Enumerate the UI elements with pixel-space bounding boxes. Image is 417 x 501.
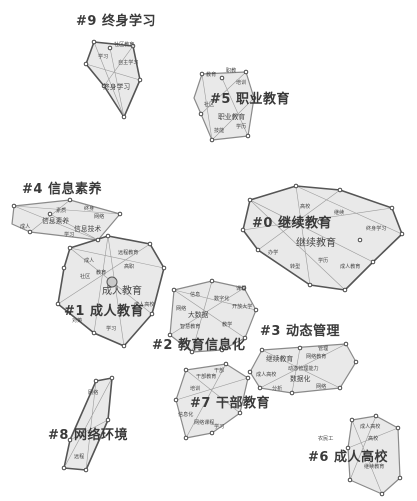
cluster-3-term: 分析 bbox=[272, 385, 283, 392]
cluster-3-term: 成人高校 bbox=[256, 371, 277, 378]
cluster-label-6: #6 成人高校 bbox=[308, 450, 388, 465]
cluster-1-term: 社区 bbox=[80, 273, 91, 280]
cluster-8-term: 远程 bbox=[74, 453, 85, 460]
cluster-1-term: 成人 bbox=[84, 257, 95, 264]
cluster-8-term: 网络 bbox=[88, 389, 99, 396]
cluster-0-term: 高校 bbox=[300, 203, 311, 210]
cluster-4-term: 网络 bbox=[94, 213, 105, 220]
cluster-label-3: #3 动态管理 bbox=[260, 324, 340, 339]
cluster-2-term: 开放大学 bbox=[232, 303, 253, 310]
cluster-7-term: 培训 bbox=[190, 385, 201, 392]
cluster-hull-7 bbox=[175, 363, 249, 439]
cluster-label-5: #5 职业教育 bbox=[210, 92, 290, 107]
cluster-label-8: #8 网络环境 bbox=[48, 428, 128, 443]
cluster-0-term: 办学 bbox=[268, 249, 279, 256]
cluster-7-term: 干部教育 bbox=[196, 373, 217, 380]
cluster-9-term: 终身学习 bbox=[103, 82, 131, 91]
cluster-label-1: #1 成人教育 bbox=[64, 304, 144, 319]
cluster-4-term: 素质 bbox=[56, 207, 67, 214]
cluster-1-term: 学习 bbox=[106, 325, 117, 332]
cluster-3-term: 动态管理能力 bbox=[288, 365, 319, 372]
edges bbox=[13, 41, 403, 495]
cluster-hull-6 bbox=[347, 415, 401, 495]
cluster-label-2: #2 教育信息化 bbox=[152, 338, 246, 353]
cluster-1-term: 对策 bbox=[72, 317, 83, 324]
cluster-3-term: 数据化 bbox=[290, 374, 311, 383]
cluster-4-term: 学习 bbox=[64, 231, 75, 238]
cluster-hull-3 bbox=[249, 343, 357, 394]
cluster-label-7: #7 干部教育 bbox=[190, 396, 270, 411]
cluster-7-term: 干部 bbox=[214, 367, 225, 374]
cluster-2-term: 大数据 bbox=[188, 310, 209, 319]
cluster-3-term: 网络 bbox=[316, 383, 327, 390]
cluster-label-4: #4 信息素养 bbox=[22, 182, 102, 197]
cluster-2-term: 网络 bbox=[176, 305, 187, 312]
cluster-1-term: 教育 bbox=[96, 269, 107, 276]
cluster-1-term: 成人高校 bbox=[134, 301, 155, 308]
cluster-hull-5 bbox=[193, 71, 255, 141]
cluster-5-term: 教育 bbox=[206, 71, 217, 78]
cluster-1-term: 远程教育 bbox=[118, 249, 139, 256]
cluster-6-term: 农民工 bbox=[318, 435, 334, 442]
cluster-9-term: 自主学习 bbox=[118, 59, 139, 66]
cluster-4-term: 成人 bbox=[20, 223, 31, 230]
cluster-5-term: 职教 bbox=[226, 67, 237, 74]
cluster-0-term: 继续教育 bbox=[296, 238, 336, 249]
cluster-1-term: 高职 bbox=[124, 263, 135, 270]
cluster-7-term: 信息化 bbox=[178, 411, 194, 418]
cluster-6-term: 继续教育 bbox=[364, 463, 385, 470]
cluster-3-term: 继续教育 bbox=[266, 354, 294, 363]
cluster-5-term: 培训 bbox=[236, 79, 247, 86]
cluster-5-term: 学历 bbox=[236, 123, 247, 130]
cluster-5-term: 职业教育 bbox=[218, 112, 246, 121]
cluster-0-term: 转型 bbox=[290, 263, 301, 270]
nodes bbox=[11, 39, 405, 497]
cluster-0-term: 继续 bbox=[334, 209, 345, 216]
cluster-3-term: 管理 bbox=[318, 345, 329, 352]
cluster-0-term: 学历 bbox=[318, 257, 329, 264]
cluster-3-term: 网络教育 bbox=[306, 353, 327, 360]
cluster-4-term: 终身 bbox=[84, 205, 95, 212]
cluster-0-term: 成人教育 bbox=[340, 263, 361, 270]
cluster-2-term: 智慧教育 bbox=[180, 323, 201, 330]
cluster-2-term: 数字化 bbox=[214, 295, 230, 302]
cluster-9-term: 学习 bbox=[98, 53, 109, 60]
cluster-2-term: 信息 bbox=[190, 291, 201, 298]
cluster-hull-9 bbox=[85, 41, 141, 118]
cluster-5-term: 社区 bbox=[204, 101, 215, 108]
cluster-9-term: 社区教育 bbox=[114, 41, 135, 48]
cluster-4-term: 信息技术 bbox=[74, 224, 102, 233]
cluster-6-term: 成人高校 bbox=[360, 423, 381, 430]
cluster-1-term: 成人教育 bbox=[102, 286, 142, 297]
cluster-7-term: 网络课程 bbox=[194, 419, 215, 426]
cluster-2-term: 课程 bbox=[236, 285, 247, 292]
cluster-0-term: 终身学习 bbox=[366, 225, 387, 232]
cluster-4-term: 信息素养 bbox=[42, 216, 70, 225]
cluster-label-9: #9 终身学习 bbox=[76, 14, 156, 29]
cluster-7-term: 学习 bbox=[214, 423, 225, 430]
cluster-5-term: 技能 bbox=[214, 127, 225, 134]
cluster-hull-1 bbox=[57, 235, 165, 347]
cluster-2-term: 教学 bbox=[222, 321, 233, 328]
cluster-6-term: 高校 bbox=[368, 435, 379, 442]
cluster-label-0: #0 继续教育 bbox=[252, 216, 332, 231]
